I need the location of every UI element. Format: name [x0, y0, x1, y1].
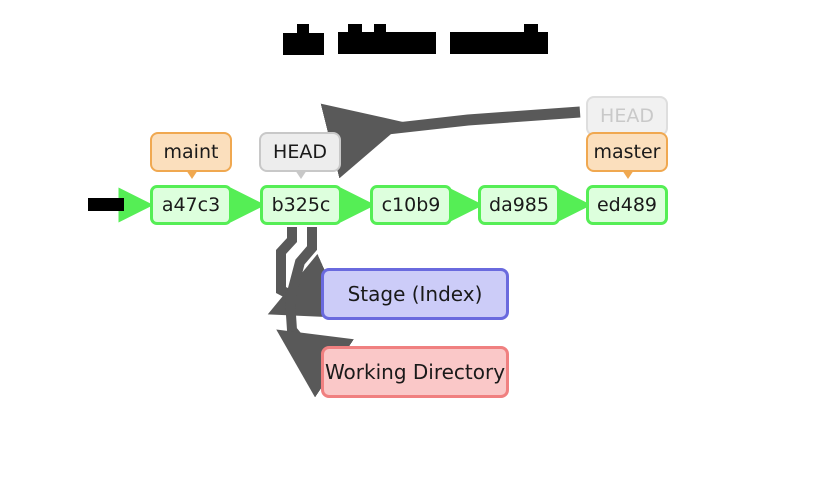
- branch-label-master-text: master: [593, 141, 661, 163]
- redaction-block: [538, 32, 548, 54]
- commit-hash: a47c3: [161, 194, 221, 216]
- working-directory-label: Working Directory: [324, 360, 506, 384]
- redaction-block: [374, 24, 386, 54]
- head-label-previous-text: HEAD: [600, 105, 654, 127]
- commit-node-a47c3[interactable]: a47c3: [150, 185, 232, 225]
- head-label-current[interactable]: HEAD: [259, 132, 341, 179]
- pointer-nub-icon: [622, 170, 634, 179]
- left-redacted-stub: [88, 198, 124, 211]
- redaction-block: [386, 32, 436, 54]
- pointer-nub-icon: [186, 170, 198, 179]
- redaction-block: [338, 32, 348, 54]
- redaction-block: [283, 33, 297, 55]
- commit-hash: da985: [489, 194, 549, 216]
- branch-label-maint[interactable]: maint: [150, 132, 232, 179]
- commit-hash: b325c: [271, 194, 331, 216]
- redaction-block: [348, 24, 362, 54]
- redaction-block: [297, 24, 309, 55]
- stage-link-arrow: [267, 227, 346, 318]
- head-label-previous: HEAD: [586, 96, 668, 136]
- commit-node-c10b9[interactable]: c10b9: [370, 185, 452, 225]
- head-move-arrow: [320, 103, 581, 179]
- redaction-block: [524, 24, 538, 54]
- head-label-current-text: HEAD: [273, 141, 327, 163]
- commit-hash: ed489: [596, 194, 657, 216]
- branch-label-maint-text: maint: [163, 141, 219, 163]
- redaction-block: [309, 33, 324, 55]
- title-redacted-word-3: [450, 24, 548, 54]
- branch-label-master[interactable]: master: [586, 132, 668, 179]
- commit-node-ed489[interactable]: ed489: [586, 185, 668, 225]
- title-redacted-word-2: [338, 24, 436, 54]
- working-link-arrow: [276, 227, 354, 398]
- commit-node-da985[interactable]: da985: [478, 185, 560, 225]
- pointer-nub-icon: [295, 170, 307, 179]
- working-directory-box[interactable]: Working Directory: [321, 346, 509, 398]
- title-redacted-word-1: [283, 24, 324, 55]
- page-title: [0, 24, 831, 55]
- redaction-block: [450, 32, 524, 54]
- commit-node-b325c[interactable]: b325c: [260, 185, 342, 225]
- redaction-block: [362, 32, 374, 54]
- stage-index-box[interactable]: Stage (Index): [321, 268, 509, 320]
- stage-index-label: Stage (Index): [347, 282, 483, 306]
- commit-hash: c10b9: [381, 194, 441, 216]
